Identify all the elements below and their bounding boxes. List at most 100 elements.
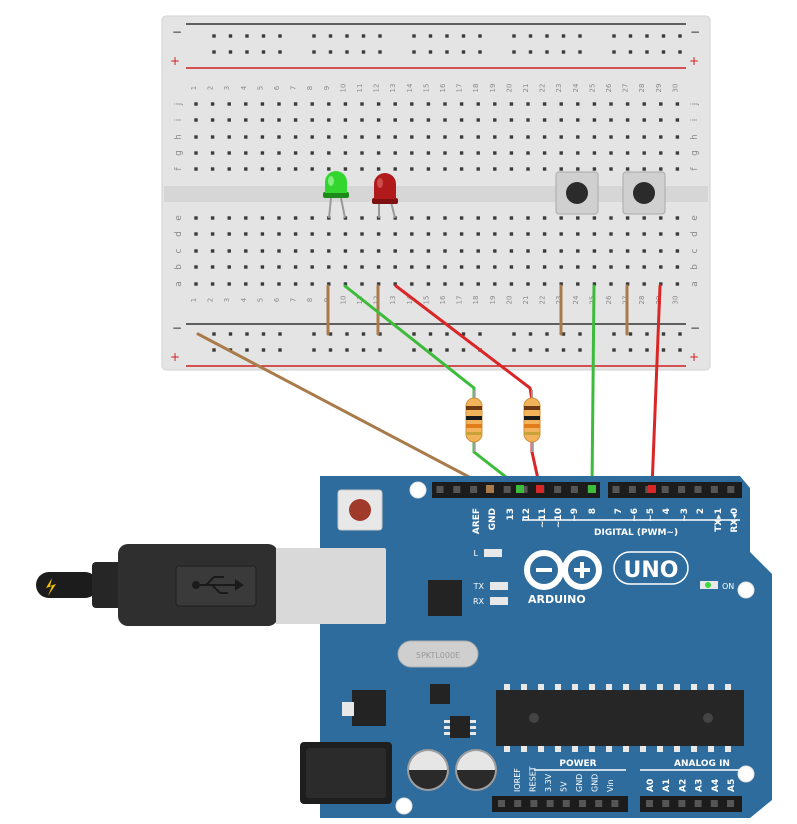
analog-pin-label: A2 (678, 779, 688, 792)
usb-icon (192, 576, 244, 594)
row-letter: e (174, 215, 184, 221)
column-number: 21 (522, 296, 530, 305)
breadboard-holes[interactable] (194, 34, 682, 352)
row-letter: f (174, 167, 184, 171)
column-number: 21 (522, 84, 530, 93)
column-number: 13 (389, 296, 397, 305)
digital-label: DIGITAL (PWM~) (594, 528, 678, 538)
resistor-1[interactable] (465, 390, 483, 452)
crystal: 5PKTL000E (397, 640, 479, 668)
column-number: 5 (256, 86, 264, 90)
led-tx-label: TX (473, 582, 485, 591)
column-number: 2 (207, 298, 215, 302)
column-number: 14 (406, 83, 414, 92)
column-number: 22 (539, 296, 547, 305)
digital-pin-label: 12 (522, 508, 532, 521)
column-number: 7 (290, 86, 298, 90)
digital-pin-label: 13 (506, 508, 516, 521)
analog-pin-label: A0 (646, 779, 656, 792)
column-number: 28 (638, 84, 646, 93)
row-letter: b (690, 264, 700, 270)
digital-header[interactable] (432, 482, 742, 498)
power-header[interactable] (492, 796, 742, 812)
analog-pin-label: A5 (727, 779, 737, 792)
column-number: 29 (655, 84, 663, 93)
column-number: 12 (373, 84, 381, 93)
on-label: ON (722, 582, 734, 591)
rail-plus-top-left: + (170, 54, 180, 68)
digital-pin-label: ~10 (554, 508, 564, 528)
column-number: 20 (505, 84, 513, 93)
column-number: 2 (207, 86, 215, 90)
rail-plus-bottom-left: + (170, 350, 180, 364)
resistor-2[interactable] (523, 390, 541, 452)
green-led[interactable] (323, 171, 349, 219)
power-pin-label: IOREF (513, 768, 522, 792)
red-led[interactable] (372, 173, 398, 219)
button1-wire (590, 284, 596, 490)
power-pin-label: RESET (529, 766, 538, 792)
column-number: 10 (339, 84, 347, 93)
rail-minus-top-left: − (172, 25, 182, 39)
row-letter: c (174, 248, 184, 253)
column-number: 6 (273, 297, 281, 302)
analog-pin-label: A4 (711, 779, 721, 792)
power-bolt-icon (46, 578, 56, 596)
column-number: 22 (539, 84, 547, 93)
power-pin-label: 3.3V (544, 773, 553, 792)
column-number: 28 (638, 296, 646, 305)
rail-plus-bottom-right: + (689, 350, 699, 364)
row-letter: h (690, 134, 700, 140)
column-number: 16 (439, 83, 447, 92)
column-number: 9 (323, 86, 331, 90)
digital-pin-label: AREF (472, 508, 482, 534)
pushbutton-2[interactable] (622, 171, 666, 215)
column-number: 1 (190, 298, 198, 302)
row-letter: a (690, 281, 700, 287)
pushbutton-1[interactable] (555, 171, 599, 215)
column-number: 4 (240, 85, 248, 90)
digital-pin-label: 8 (588, 508, 598, 514)
column-number: 8 (306, 298, 314, 302)
column-number: 19 (489, 84, 497, 93)
column-number: 8 (306, 86, 314, 90)
row-letter: b (174, 264, 184, 270)
row-letter: d (174, 231, 184, 237)
column-number: 26 (605, 295, 613, 304)
rail-minus-bottom-right: − (690, 321, 700, 335)
column-number: 26 (605, 83, 613, 92)
column-number: 17 (456, 84, 464, 93)
wire-endpoints (486, 485, 656, 493)
column-number: 20 (505, 296, 513, 305)
digital-pin-label: 7 (614, 508, 624, 514)
column-number: 6 (273, 85, 281, 90)
digital-pin-label: ~11 (538, 508, 548, 528)
row-letter: j (690, 103, 700, 107)
column-number: 23 (555, 296, 563, 305)
digital-pin-label: ~5 (646, 508, 656, 522)
row-letter: i (174, 119, 184, 122)
column-number: 23 (555, 84, 563, 93)
power-pin-label: Vin (606, 779, 615, 792)
row-letter: f (690, 167, 700, 171)
column-number: 15 (422, 296, 430, 305)
column-number: 18 (472, 296, 480, 305)
column-number: 15 (422, 84, 430, 93)
analog-pin-label: A3 (695, 779, 705, 792)
button2-wire (650, 284, 662, 490)
column-number: 30 (671, 296, 679, 305)
column-number: 13 (389, 84, 397, 93)
arduino-logo-text: ARDUINO (528, 593, 586, 606)
analog-in-label: ANALOG IN (674, 759, 730, 769)
row-letter: a (174, 281, 184, 287)
power-pin-label: GND (591, 774, 600, 792)
row-letter: j (174, 103, 184, 107)
column-number: 24 (572, 295, 580, 304)
column-number: 3 (223, 298, 231, 302)
power-pin-label: 5V (560, 781, 569, 792)
reset-button[interactable] (337, 489, 383, 531)
capacitor-2 (455, 749, 497, 791)
